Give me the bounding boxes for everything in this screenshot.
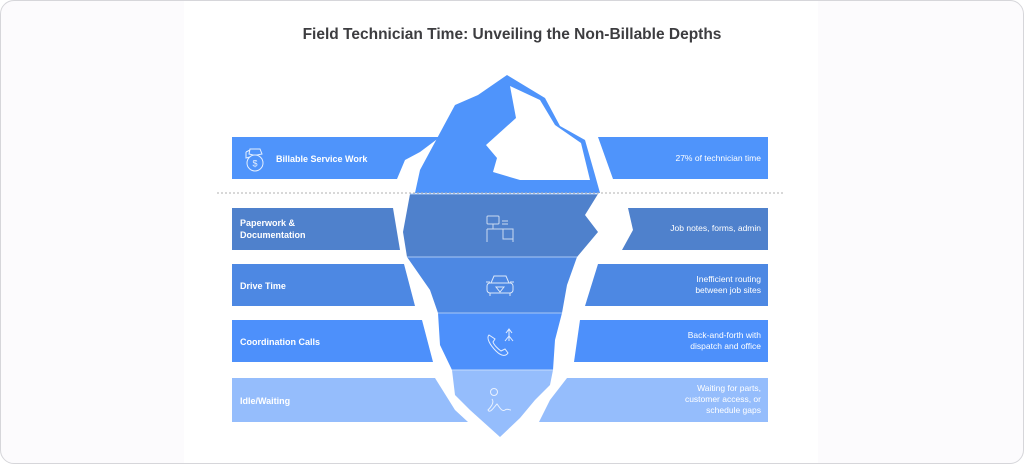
desc-line: between job sites <box>695 285 761 295</box>
car-icon <box>486 275 514 296</box>
phone-call-icon <box>487 328 514 356</box>
label-line: Paperwork & <box>240 218 296 228</box>
band-idle-right <box>539 378 768 422</box>
desc-line: Inefficient routing <box>696 274 761 284</box>
desc-idle-waiting: Waiting for parts, customer access, or s… <box>685 383 761 416</box>
band-coordination-left <box>232 320 433 362</box>
band-drive-right <box>585 264 768 306</box>
label-drive-time: Drive Time <box>240 281 286 291</box>
band-billable-service-work <box>232 137 768 179</box>
band-coordination-right <box>574 320 768 362</box>
desk-computer-icon <box>486 215 514 242</box>
desc-paperwork: Job notes, forms, admin <box>670 223 761 233</box>
iceberg-tip <box>415 75 600 193</box>
label-billable-service-work: Billable Service Work <box>276 154 368 164</box>
band-paperwork-right <box>622 208 768 250</box>
svg-text:$: $ <box>252 159 257 169</box>
label-coordination-calls: Coordination Calls <box>240 337 321 347</box>
page-title: Field Technician Time: Unveiling the Non… <box>302 26 722 43</box>
band-idle-left <box>232 378 468 422</box>
band-paperwork-left <box>232 208 400 250</box>
desc-line: dispatch and office <box>690 341 761 351</box>
desc-coordination-calls: Back-and-forth with dispatch and office <box>688 330 761 352</box>
band-drive-left <box>232 264 415 306</box>
iceberg-body <box>403 193 598 437</box>
desc-line: Back-and-forth with <box>687 330 761 340</box>
desc-line: schedule gaps <box>706 405 761 415</box>
desc-drive-time: Inefficient routing between job sites <box>695 274 761 296</box>
label-line: Documentation <box>240 230 306 240</box>
desc-billable-service-work: 27% of technician time <box>675 153 761 163</box>
label-idle-waiting: Idle/Waiting <box>240 396 291 406</box>
label-paperwork: Paperwork & Documentation <box>240 217 306 241</box>
desc-line: Waiting for parts, <box>697 383 761 393</box>
desc-line: customer access, or <box>684 394 761 404</box>
money-bag-icon: $ <box>245 148 264 172</box>
waiting-person-icon <box>487 388 512 412</box>
